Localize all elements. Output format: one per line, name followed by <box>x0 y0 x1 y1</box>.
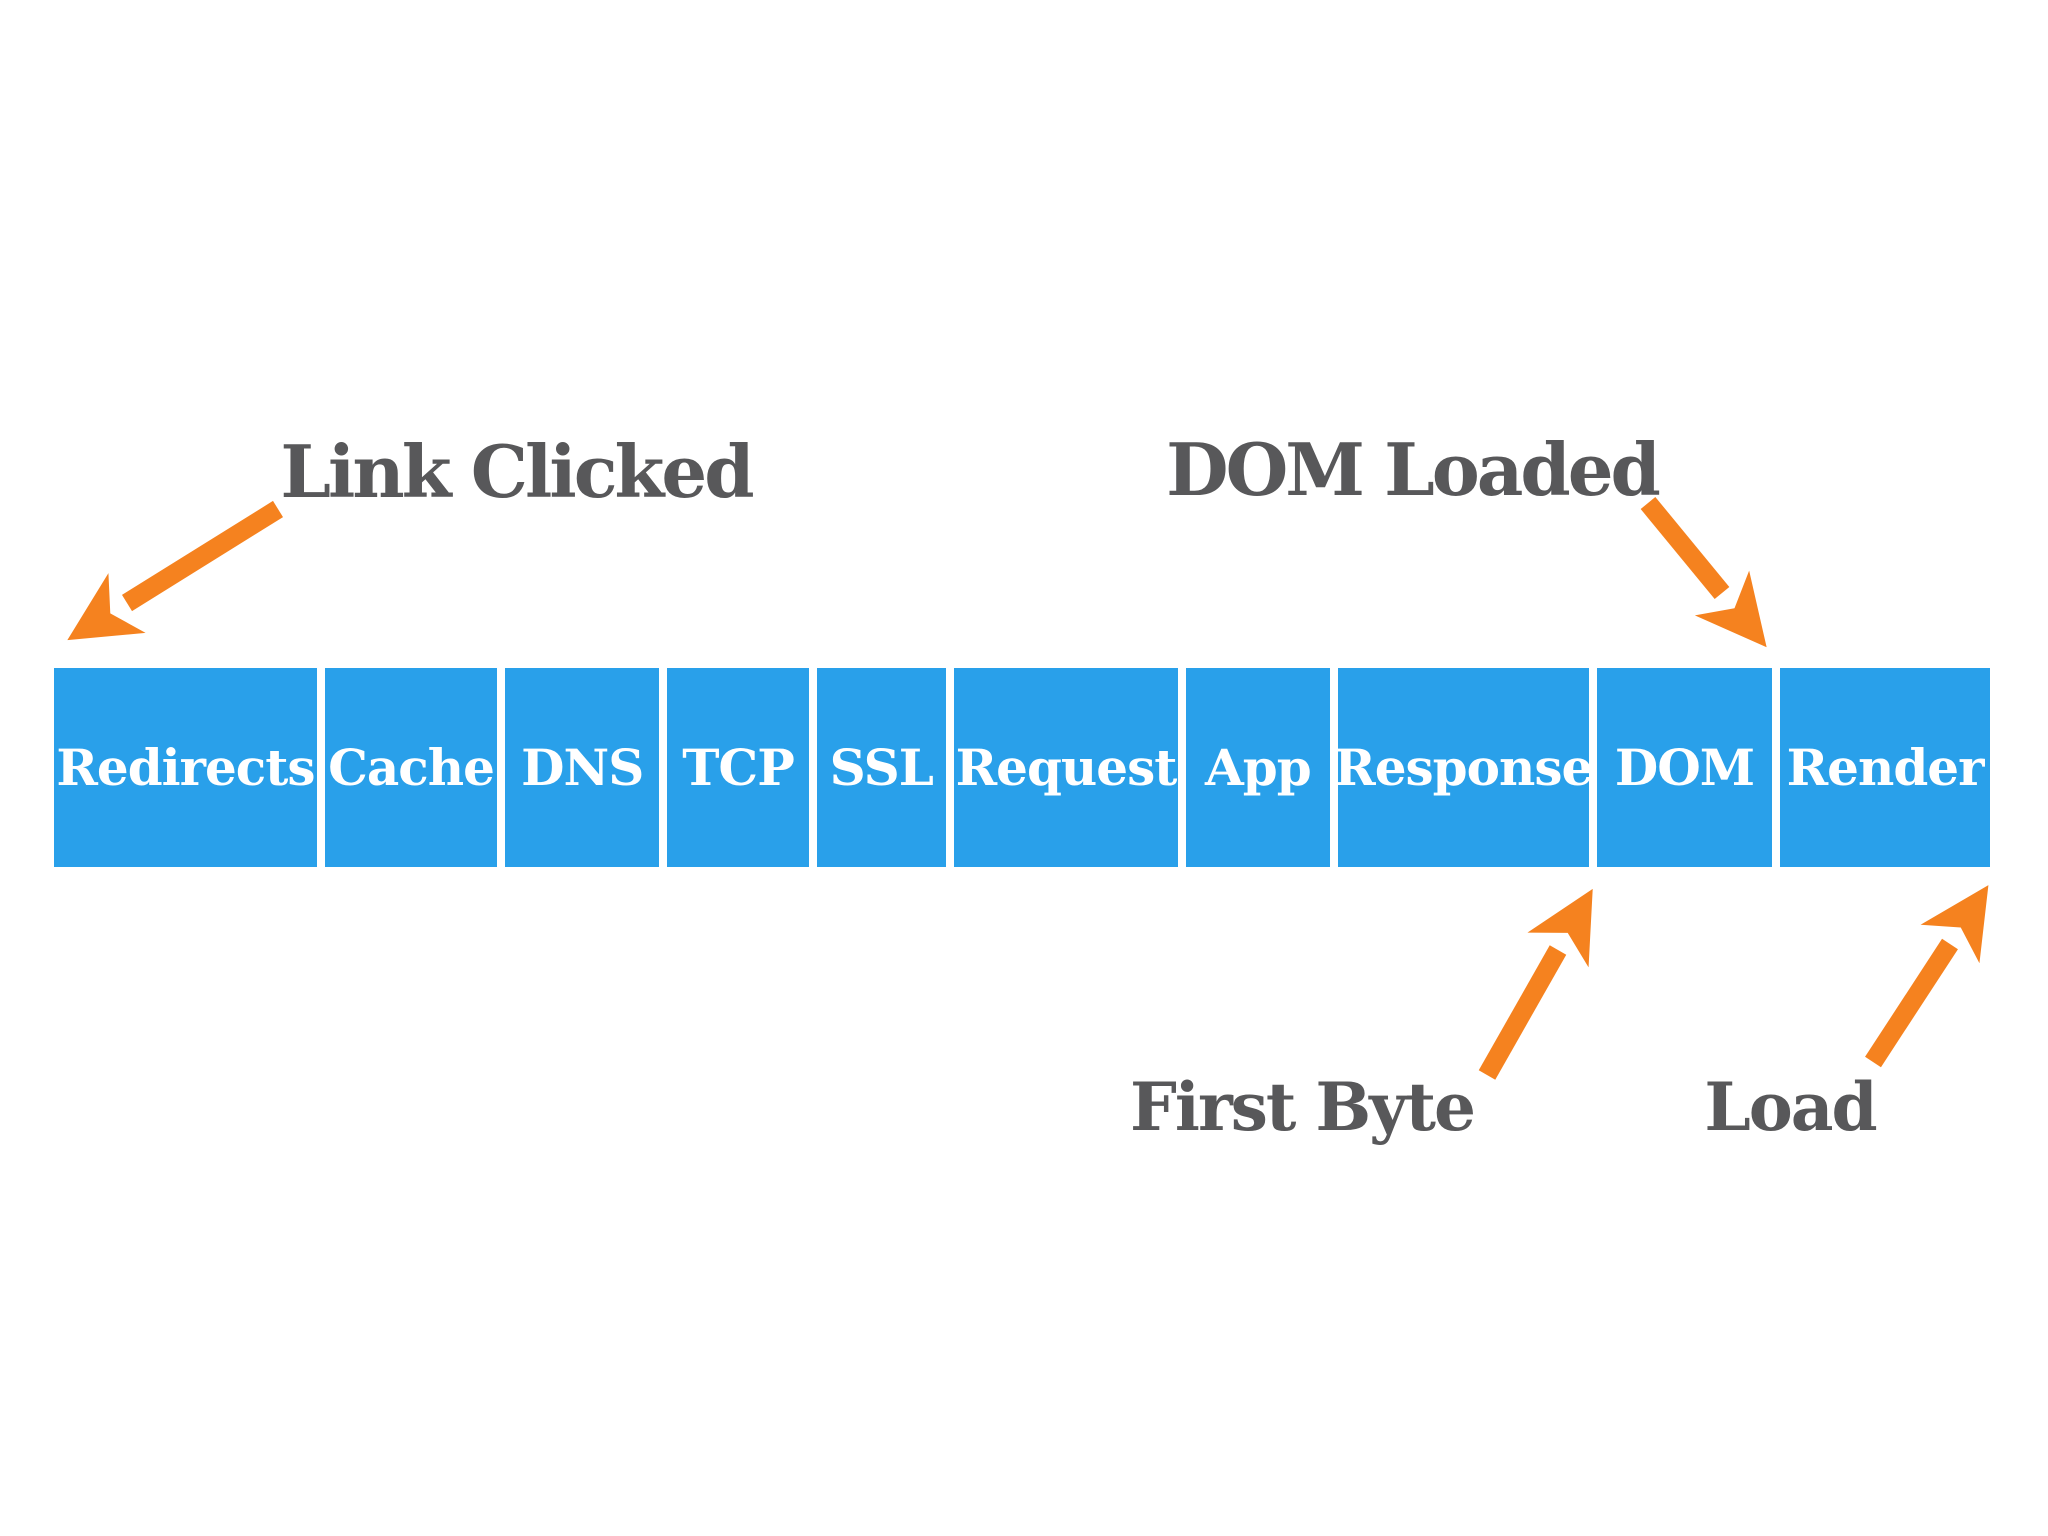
dom-loaded-arrow <box>1640 496 1767 648</box>
phase-box-redirects: Redirects <box>54 668 317 867</box>
phase-box-ssl: SSL <box>816 668 946 867</box>
phase-label: DNS <box>521 738 644 797</box>
phase-box-dom: DOM <box>1596 668 1773 867</box>
phase-box-tcp: TCP <box>667 668 809 867</box>
phase-box-response: Response <box>1334 668 1593 867</box>
phase-box-render: Render <box>1780 668 1990 867</box>
phase-box-cache: Cache <box>324 668 498 867</box>
link-clicked-arrow <box>67 500 284 641</box>
phase-label: Cache <box>328 738 495 797</box>
phase-label: Redirects <box>56 738 315 797</box>
phase-label: App <box>1204 738 1312 797</box>
phase-label: SSL <box>829 738 934 797</box>
phase-label: Render <box>1786 738 1985 797</box>
phase-box-request: Request <box>953 668 1179 867</box>
phase-box-app: App <box>1186 668 1330 867</box>
phase-label: Request <box>955 738 1178 797</box>
phase-label: DOM <box>1614 738 1755 797</box>
link-clicked-label: Link Clicked <box>280 429 754 514</box>
dom-loaded-label: DOM Loaded <box>1166 427 1661 512</box>
load-arrow <box>1865 885 1989 1068</box>
phase-label: TCP <box>682 738 795 797</box>
first-byte-label: First Byte <box>1130 1068 1476 1146</box>
load-label: Load <box>1704 1068 1877 1146</box>
phase-box-dns: DNS <box>505 668 660 867</box>
first-byte-arrow <box>1478 888 1593 1080</box>
phase-label: Response <box>1334 738 1593 797</box>
